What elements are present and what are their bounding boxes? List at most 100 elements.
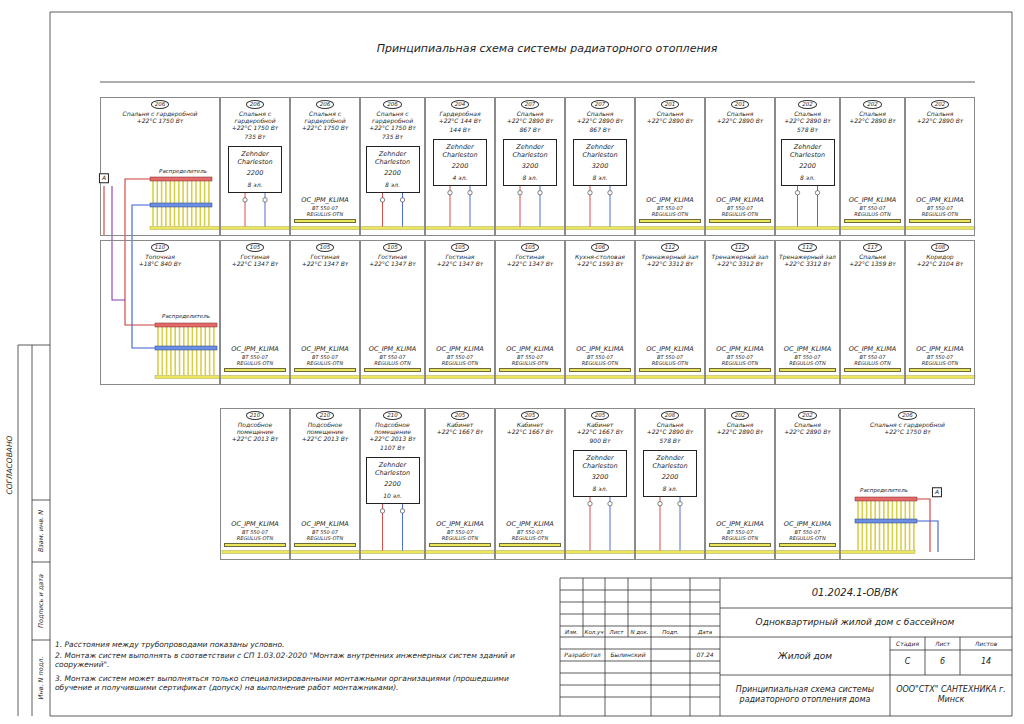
manifold-loop [913,501,915,550]
frame-line [651,578,652,637]
manifold-symbol [855,497,917,550]
convector-block: OC_IPM_KLIMABT 550-07REGULUS-OTN [709,521,771,547]
convector-block: OC_IPM_KLIMABT 550-07REGULUS-OTN [499,346,561,372]
manifold-symbol [150,177,212,226]
riser-pipe [103,186,104,236]
frame-line [560,685,720,686]
fitting-spec: BT 550-07 [364,354,421,360]
room-cell: 112Тренажерный зал+22°C 3312 ВтOC_IPM_KL… [775,240,840,385]
manifold-label: Распределитель [162,313,210,320]
fitting-spec: BT 550-07 [224,354,286,360]
room-cell: 207Спальня+22°C 2890 Вт867 ВтZehnder Cha… [565,97,635,236]
fitting-spec: BT 550-07 [779,529,836,535]
room-number: 105 [316,243,335,252]
frame-line [651,637,652,716]
room-number: 112 [731,243,750,252]
room-cell: 202Спальня+22°C 2890 ВтOC_IPM_KLIMABT 55… [705,408,775,560]
fitting-spec: BT 550-07 [294,529,356,535]
room-cell: 208Спальня+22°C 2890 Вт578 ВтZehnder Cha… [635,408,705,560]
room-number: 112 [798,243,817,252]
room-cell: 206Спальня с гардеробной+22°C 1750 Вт735… [220,97,290,236]
fitting-spec: BT 550-07 [639,205,701,211]
convector-block: OC_IPM_KLIMABT 550-07REGULUS-OTN [779,521,836,547]
room-name: Спальня [843,253,902,260]
table-header: Стадия [896,640,919,648]
fitting-spec: BT 550-07 [569,354,631,360]
convector-model: OC_IPM_KLIMA [364,346,421,354]
room-load: +22°C 2890 Вт [638,117,702,124]
room-number: 105 [383,243,402,252]
convector-model: OC_IPM_KLIMA [499,346,561,354]
convector-strip [909,368,971,372]
valve-symbol [608,502,612,506]
radiator-box: Zehnder Charleston32008 эл. [573,450,627,497]
valve-symbol [400,509,404,513]
manifold-loop [196,327,198,375]
room-load: +22°C 1347 Вт [498,260,562,267]
valve-symbol [608,191,612,195]
convector-strip [224,368,286,372]
radiator-box: Zehnder Charleston22008 эл. [228,146,282,193]
stamp-label: Подпись и дата [37,574,45,628]
manifold-loop [166,327,168,375]
fitting-spec: BT 550-07 [909,205,971,211]
table-header: Кол.уч [584,629,603,636]
room-load: +22°C 1347 Вт [293,260,357,267]
room-name: Спальня [778,421,837,428]
convector-model: OC_IPM_KLIMA [709,521,771,529]
manifold-label: Распределитель [860,487,908,494]
fitting-spec: BT 550-07 [294,354,356,360]
valve-symbol [448,191,452,195]
room-number: 205 [451,411,470,420]
section-count: 8 эл. [576,174,624,181]
frame-line [50,12,1012,13]
radiator-box: Zehnder Charleston32008 эл. [573,139,627,186]
convector-model: OC_IPM_KLIMA [569,346,631,354]
room-load: +22°C 1359 Вт [843,260,902,267]
room-name: Спальня [778,110,837,117]
radiator-model: Zehnder Charleston [231,151,279,167]
room-load: +22°C 1750 Вт [223,124,287,131]
fitting-spec: REGULUS-OTN [844,211,901,217]
supply-header [150,177,212,181]
radiator-height: 2200 [231,170,279,178]
convector-strip [294,543,356,547]
room-name: Гардеробная [428,110,492,117]
manifold-loop [174,327,176,375]
supply-header [855,497,917,501]
heater-power: 735 Вт [363,133,422,140]
room-load: +22°C 2013 Вт [293,435,357,442]
room-number: 205 [521,411,540,420]
room-cell: 202Спальня+22°C 2890 Вт578 ВтZehnder Cha… [775,97,840,236]
convector-strip [909,219,971,223]
convector-model: OC_IPM_KLIMA [639,346,701,354]
room-number: 206 [246,100,265,109]
table-header: Подп. [662,629,679,636]
convector-strip [499,368,561,372]
room-cell: 205Кабинет+22°C 1667 ВтOC_IPM_KLIMABT 55… [425,408,495,560]
manifold-loop [162,327,164,375]
room-load: +22°C 2890 Вт [843,117,902,124]
radiator-connection [243,193,267,227]
return-header [855,519,917,523]
manifold-loop [209,327,211,375]
room-load: +22°C 1347 Вт [223,260,287,267]
convector-model: OC_IPM_KLIMA [499,521,561,529]
convector-block: OC_IPM_KLIMABT 550-07REGULUS-OTN [639,197,701,223]
convector-block: OC_IPM_KLIMABT 550-07REGULUS-OTN [709,197,771,223]
radiator-height: 2200 [369,481,417,489]
fitting-spec: REGULUS-OTN [224,360,286,366]
convector-model: OC_IPM_KLIMA [909,197,971,205]
heater-power: 144 Вт [428,126,492,133]
room-name: Спальня [908,110,972,117]
room-cell: 204Гардеробная+22°C 144 Вт144 ВтZehnder … [425,97,495,236]
convector-model: OC_IPM_KLIMA [709,197,771,205]
convector-strip [294,219,356,223]
convector-strip [639,368,701,372]
convector-block: OC_IPM_KLIMABT 550-07REGULUS-OTN [709,346,771,372]
manifold-loop [192,327,194,375]
room-name: Спальня [638,421,702,428]
heater-power: 1107 Вт [363,444,422,451]
radiator-box: Zehnder Charleston22008 эл. [643,450,697,497]
room-name: Спальня с гардеробной [103,110,217,117]
